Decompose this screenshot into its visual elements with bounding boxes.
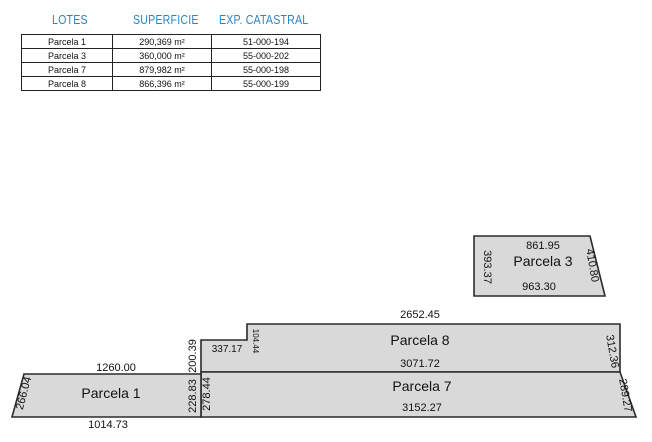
header-exp-catastral: EXP. CATASTRAL: [219, 12, 309, 27]
table-row: Parcela 3 360,000 m² 55-000-202: [21, 48, 321, 63]
parcela-1-bottom-dim: 1014.73: [88, 419, 128, 431]
parcela-8-right-dim: 312.36: [603, 334, 621, 369]
parcela-8-top-dim: 2652.45: [400, 309, 440, 321]
parcela-7-left-dim: 278.44: [201, 377, 213, 411]
parcela-7-label: Parcela 7: [392, 378, 451, 394]
parcela-3-shape: [473, 235, 607, 297]
parcela-1-top-dim: 1260.00: [96, 362, 136, 374]
parcela-3-right-dim: 410.80: [583, 248, 601, 283]
parcela-1-label: Parcela 1: [81, 385, 140, 401]
parcela-7-right-dim: 289.27: [616, 378, 634, 413]
parcela-3-bottom-dim: 963.30: [522, 281, 556, 293]
parcela-3-left-dim: 393.37: [481, 250, 493, 284]
parcela-8-step-top-dim: 337.17: [212, 344, 243, 355]
parcela-3-label: Parcela 3: [513, 253, 572, 269]
parcela-8-step-side-dim: 104.44: [251, 329, 260, 354]
parcela-7-bottom-dim: 3152.27: [402, 402, 442, 414]
table-row: Parcela 8 866,396 m² 55-000-199: [21, 76, 321, 91]
lots-table: Parcela 1 290,369 m² 51-000-194 Parcela …: [21, 34, 321, 91]
parcela-8-bottom-dim: 3071.72: [400, 358, 440, 370]
exp-cell: 55-000-199: [211, 76, 321, 91]
header-superficie: SUPERFICIE: [133, 12, 199, 27]
parcela-1-right-dim: 228.83: [187, 379, 199, 413]
parcela-8-label: Parcela 8: [390, 332, 449, 348]
header-lotes: LOTES: [52, 12, 88, 27]
table-row: Parcela 7 879,982 m² 55-000-198: [21, 62, 321, 77]
parcela-3-top-dim: 861.95: [526, 240, 560, 252]
parcela-1-shape: [10, 373, 202, 418]
parcela-8-left-dim: 200.39: [187, 339, 199, 373]
